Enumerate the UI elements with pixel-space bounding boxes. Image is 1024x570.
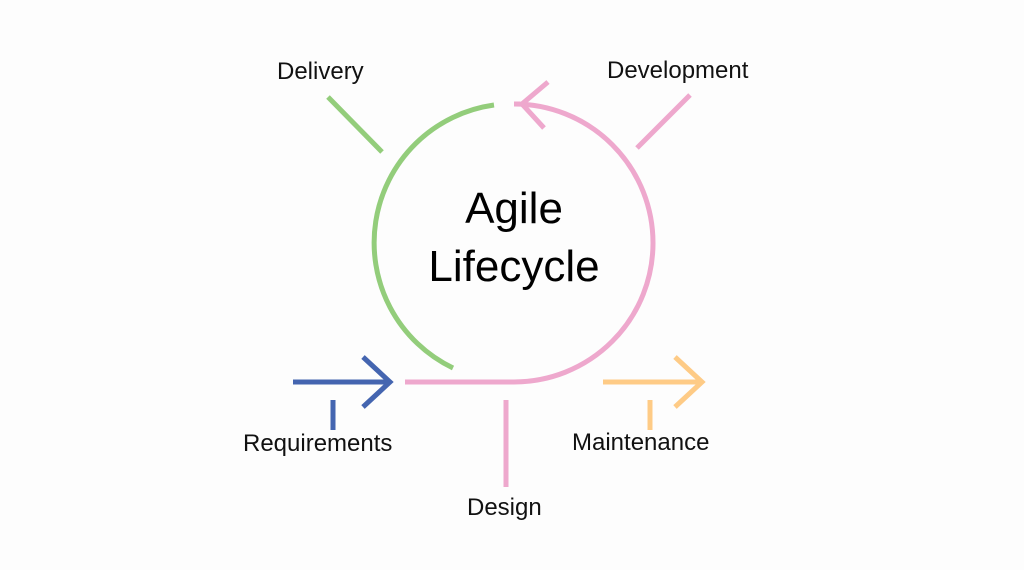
requirements-arrow-icon — [293, 355, 394, 430]
maintenance-arrow-icon — [603, 355, 706, 430]
stage-label-requirements: Requirements — [243, 430, 393, 457]
title-line-2: Lifecycle — [428, 242, 600, 291]
title-line-1: Agile — [465, 184, 563, 233]
stage-label-development: Development — [607, 57, 749, 84]
stage-label-delivery: Delivery — [277, 58, 364, 85]
diagram-title: Agile Lifecycle — [384, 180, 644, 296]
stage-label-maintenance: Maintenance — [572, 429, 710, 456]
stage-label-design: Design — [467, 494, 542, 521]
development-cycle-arrow-icon — [405, 80, 692, 487]
delivery-arc-icon — [326, 95, 495, 371]
